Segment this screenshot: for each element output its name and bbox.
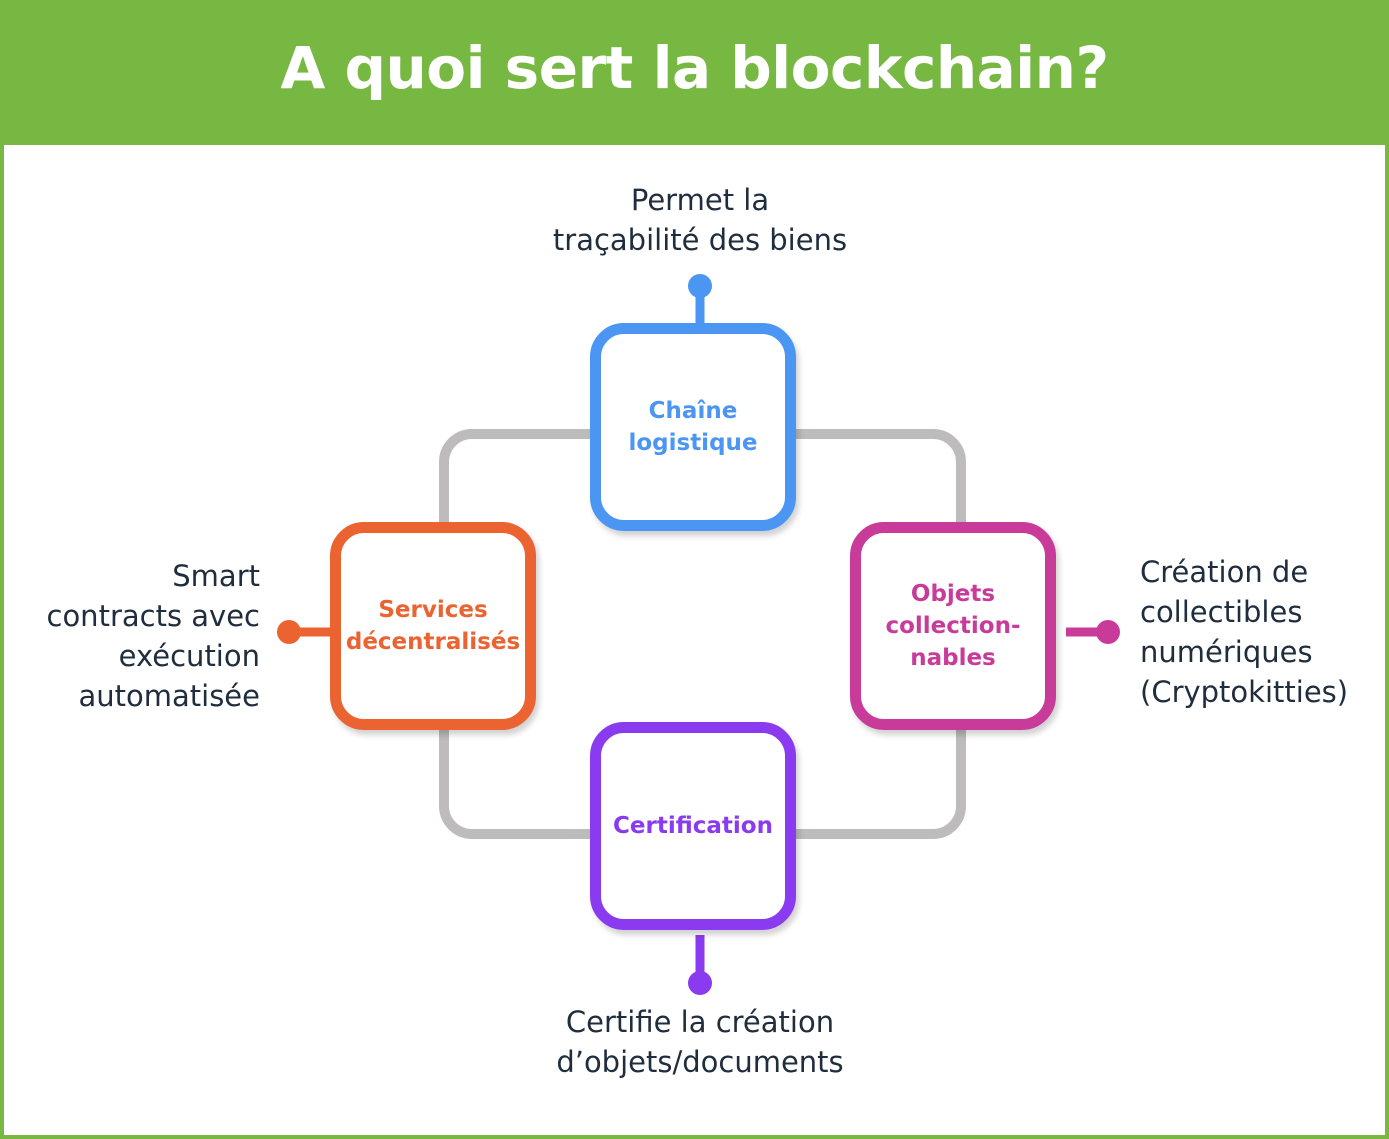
node-box-bottom: Certification — [590, 722, 796, 930]
diagram-canvas: Chaîne logistique Services décentralisés… — [4, 145, 1385, 1135]
header-banner: A quoi sert la blockchain? — [0, 0, 1389, 143]
pin-right — [1066, 620, 1120, 644]
node-label-chaine-logistique: Chaîne logistique — [628, 398, 758, 456]
node-box-left: Services décentralisés — [330, 522, 536, 730]
pin-bottom — [688, 935, 712, 995]
pin-top — [688, 274, 712, 330]
pin-left — [277, 620, 334, 644]
description-top: Permet la traçabilité des biens — [552, 183, 848, 257]
page-title: A quoi sert la blockchain? — [280, 33, 1109, 102]
node-label-certification: Certification — [613, 813, 773, 839]
description-right: Création de collectibles numériques (Cry… — [1140, 555, 1349, 709]
node-box-right: Objets collection- nables — [850, 522, 1056, 730]
node-label-objets-collectionnables: Objets collection- nables — [885, 581, 1021, 671]
description-bottom: Certifie la création d’objets/documents — [556, 1005, 844, 1079]
description-left: Smart contracts avec exécution automatis… — [46, 559, 261, 713]
node-label-services-decentralises: Services décentralisés — [345, 597, 521, 655]
node-box-top: Chaîne logistique — [590, 323, 796, 531]
